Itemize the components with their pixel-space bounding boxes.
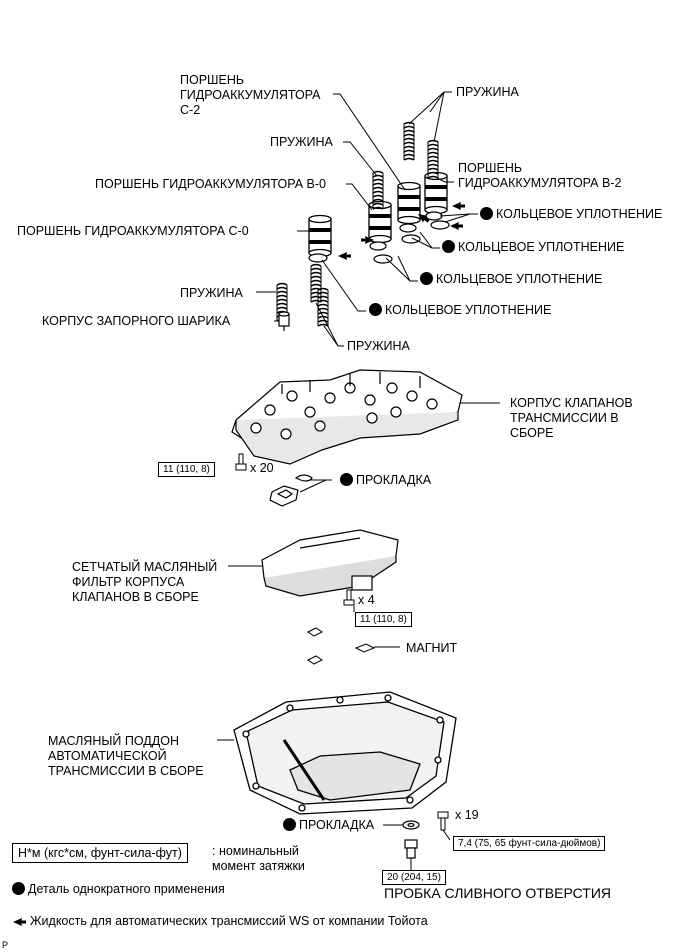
non-reusable-dot	[283, 818, 296, 831]
non-reusable-dot	[420, 272, 433, 285]
legend-non-reusable: Деталь однократного применения	[12, 882, 225, 897]
legend-torque-unit: Н*м (кгс*см, фунт-сила-фут)	[12, 843, 188, 863]
label-gasket-1: ПРОКЛАДКА	[340, 473, 431, 488]
valve-body-gaskets	[269, 474, 313, 507]
non-reusable-dot	[369, 303, 382, 316]
label-strainer: СЕТЧАТЫЙ МАСЛЯНЫЙ ФИЛЬТР КОРПУСА КЛАПАНО…	[72, 560, 218, 604]
accumulator-piston-c2	[397, 181, 421, 225]
label-magnet: МАГНИТ	[406, 641, 458, 655]
torque-drain-plug: 20 (204, 15)	[382, 870, 446, 885]
legend-fluid-arrow	[11, 916, 28, 928]
non-reusable-dot	[480, 207, 493, 220]
torque-valve-body-bolts: 11 (110, 8)	[158, 462, 215, 477]
check-ball-body-part	[278, 311, 290, 331]
drain-plug-part	[404, 839, 418, 859]
accumulator-piston-b2	[424, 171, 448, 215]
qty-valve-body-bolts: x 20	[250, 461, 274, 475]
label-piston-c0: ПОРШЕНЬ ГИДРОАККУМУЛЯТОРА C-0	[17, 224, 249, 238]
label-spring-mid: ПРУЖИНА	[270, 135, 333, 149]
leader-lines	[217, 91, 500, 826]
oil-strainer	[261, 529, 399, 597]
legend-fluid: Жидкость для автоматических трансмиссий …	[30, 914, 428, 928]
label-spring-top: ПРУЖИНА	[456, 85, 519, 99]
drain-plug-gasket-part	[402, 820, 420, 830]
spring-c0-inner	[317, 287, 329, 327]
label-spring-left: ПРУЖИНА	[180, 286, 243, 300]
spring-b0	[372, 170, 384, 210]
legend-torque-desc: : номинальный момент затяжки	[212, 844, 305, 873]
fluid-arrow-2	[336, 250, 353, 262]
non-reusable-dot	[12, 882, 25, 895]
torque-strainer-bolts: 11 (110, 8)	[355, 612, 412, 627]
valve-body-bolt	[235, 453, 247, 471]
label-oil-pan: МАСЛЯНЫЙ ПОДДОН АВТОМАТИЧЕСКОЙ ТРАНСМИСС…	[48, 734, 204, 778]
fluid-arrow-4	[450, 200, 467, 212]
fluid-arrow-5	[448, 220, 465, 232]
label-drain-plug: ПРОБКА СЛИВНОГО ОТВЕРСТИЯ	[384, 885, 612, 901]
label-spring-bottom: ПРУЖИНА	[347, 339, 410, 353]
label-piston-c2: ПОРШЕНЬ ГИДРОАККУМУЛЯТОРА C-2	[180, 73, 321, 117]
corner-mark: P	[2, 940, 9, 950]
label-oring-4: КОЛЬЦЕВОЕ УПЛОТНЕНИЕ	[369, 303, 551, 318]
valve-body-assembly	[231, 369, 463, 465]
torque-pan-bolts: 7,4 (75, 65 фунт-сила-дюймов)	[453, 836, 606, 851]
label-valve-body: КОРПУС КЛАПАНОВ ТРАНСМИССИИ В СБОРЕ	[510, 396, 633, 440]
non-reusable-dot	[340, 473, 353, 486]
magnets	[307, 627, 376, 665]
label-piston-b0: ПОРШЕНЬ ГИДРОАККУМУЛЯТОРА B-0	[95, 177, 326, 191]
strainer-bolt	[343, 589, 355, 606]
spring-c2	[403, 121, 415, 161]
qty-pan-bolts: x 19	[455, 808, 479, 822]
qty-strainer-bolts: x 4	[358, 593, 375, 607]
label-oring-3: КОЛЬЦЕВОЕ УПЛОТНЕНИЕ	[420, 272, 602, 287]
accumulator-piston-c0	[308, 214, 332, 258]
label-check-ball-body: КОРПУС ЗАПОРНОГО ШАРИКА	[42, 314, 231, 328]
label-oring-2: КОЛЬЦЕВОЕ УПЛОТНЕНИЕ	[442, 240, 624, 255]
label-piston-b2: ПОРШЕНЬ ГИДРОАККУМУЛЯТОРА B-2	[458, 161, 622, 190]
non-reusable-dot	[442, 240, 455, 253]
spring-b2	[427, 139, 439, 179]
pan-bolt	[437, 811, 449, 831]
label-gasket-2: ПРОКЛАДКА	[283, 818, 374, 833]
oil-pan-assembly	[233, 691, 457, 815]
label-oring-1: КОЛЬЦЕВОЕ УПЛОТНЕНИЕ	[480, 207, 662, 222]
